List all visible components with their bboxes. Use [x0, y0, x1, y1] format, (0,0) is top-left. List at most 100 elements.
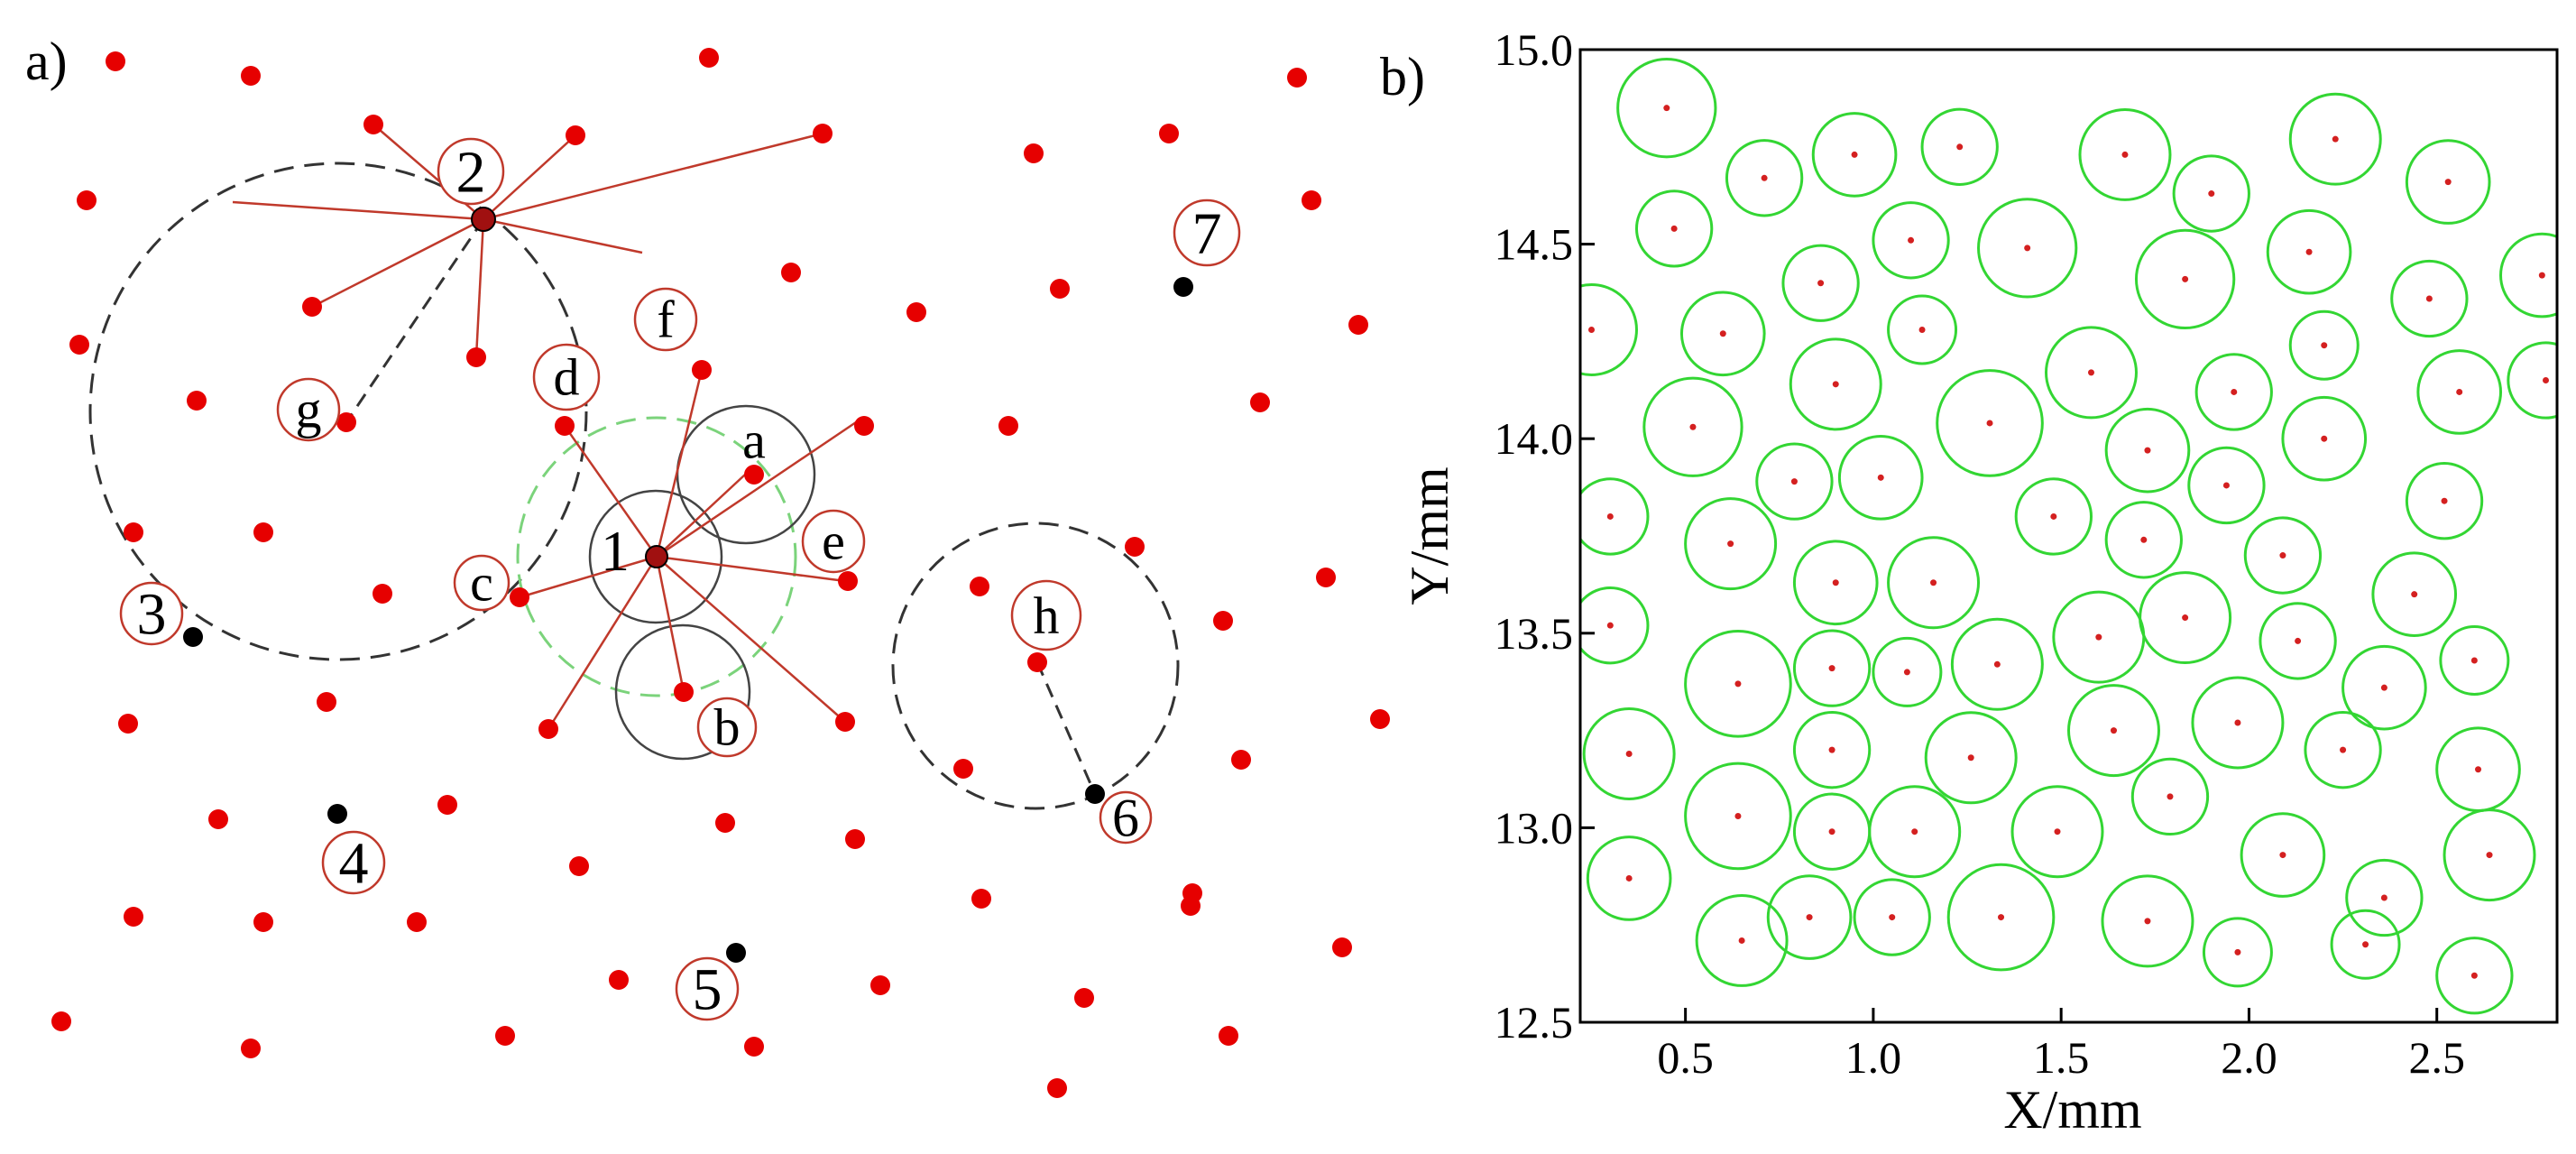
- particle-center: [2321, 435, 2328, 442]
- particle-circle: [1868, 785, 1962, 879]
- particle-circle: [1872, 636, 1943, 707]
- particle-center: [2050, 512, 2057, 520]
- particle-circle: [2014, 477, 2093, 556]
- particle-center: [1625, 750, 1633, 757]
- particle-center: [2332, 135, 2339, 143]
- particle-circle: [2345, 858, 2424, 937]
- void-points-group: [183, 277, 1193, 963]
- particle-circle: [2304, 711, 2382, 789]
- particle-dot: [124, 907, 143, 927]
- particle-center: [1967, 754, 1974, 762]
- particle-dot: [854, 416, 874, 436]
- particle-center: [2425, 295, 2433, 302]
- particle-circle: [1634, 189, 1714, 268]
- particle-dot: [1213, 611, 1233, 631]
- particle-center: [1828, 665, 1835, 672]
- particle-center: [2486, 852, 2493, 859]
- link-2: [474, 218, 485, 358]
- particle-center: [1738, 937, 1745, 944]
- particle-dot: [692, 360, 712, 380]
- particle-dot: [1125, 537, 1145, 557]
- y-axis-title: Y/mm: [1400, 466, 1459, 605]
- particle-circle: [2172, 154, 2250, 233]
- particle-circle: [1695, 893, 1789, 987]
- particle-circle: [2194, 353, 2273, 431]
- particle-center: [1832, 381, 1839, 388]
- point-label-e: e: [822, 512, 845, 571]
- particle-center: [1930, 579, 1937, 586]
- label-ring-2: [437, 137, 505, 206]
- particle-dot: [569, 856, 589, 876]
- particle-circle: [1684, 762, 1792, 871]
- link-1: [547, 556, 658, 730]
- particle-circle: [1725, 139, 1804, 217]
- particle-center: [2475, 766, 2482, 773]
- particle-circle: [2240, 812, 2326, 898]
- particle-center: [1670, 225, 1678, 232]
- particle-circle: [1766, 874, 1853, 960]
- particle-dot: [495, 1026, 515, 1046]
- particle-center: [1734, 812, 1742, 819]
- point-label-2: 2: [456, 139, 486, 205]
- link-2: [483, 132, 823, 221]
- particle-center: [1790, 478, 1798, 485]
- particle-center: [1828, 746, 1835, 753]
- particle-dot: [336, 412, 356, 432]
- particle-circle: [2499, 232, 2557, 319]
- panel-a-tag: a): [25, 32, 68, 91]
- particle-dot: [813, 124, 833, 143]
- plot-area: [1580, 58, 2557, 1015]
- particle-dot: [253, 522, 273, 542]
- particle-circle: [1684, 630, 1792, 738]
- particle-dot: [835, 712, 855, 732]
- point-label-1: 1: [601, 519, 630, 583]
- link-1: [519, 555, 658, 599]
- particle-dot: [1219, 1026, 1238, 1046]
- particle-dot: [674, 682, 694, 702]
- particle-center: [1587, 326, 1595, 333]
- particle-dot: [744, 1037, 764, 1057]
- particle-circle: [1580, 477, 1650, 556]
- particle-circle: [2288, 92, 2382, 186]
- point-label-6: 6: [1112, 788, 1139, 847]
- particle-circle: [2281, 395, 2368, 482]
- particle-circle: [1977, 198, 2078, 299]
- y-tick-label: 14.0: [1495, 413, 1574, 464]
- particle-circle: [1642, 376, 1743, 477]
- particle-circle: [1789, 337, 1882, 431]
- particle-center: [2144, 447, 2151, 454]
- label-ring-d: [532, 343, 601, 411]
- particle-dot: [118, 714, 138, 734]
- particle-circle: [1924, 711, 2018, 805]
- particle-center: [2234, 948, 2241, 956]
- particle-circle: [2390, 259, 2469, 338]
- x-tick-label: 0.5: [1657, 1032, 1714, 1083]
- particle-center: [2279, 852, 2286, 859]
- particle-center: [2095, 633, 2102, 641]
- particle-center: [2024, 245, 2031, 252]
- particle-dot: [510, 587, 529, 607]
- particle-circle: [2443, 808, 2536, 902]
- panel-b-tag: b): [1380, 47, 1425, 106]
- particle-circle: [2139, 571, 2232, 665]
- particle-center: [1734, 680, 1742, 688]
- point-label-c: c: [470, 554, 493, 613]
- particle-dot: [437, 795, 457, 815]
- particle-dot: [1287, 68, 1307, 88]
- void-point: [1173, 277, 1193, 297]
- particle-dot: [1024, 143, 1044, 163]
- particle-dot: [51, 1011, 71, 1031]
- label-ring-4: [321, 830, 386, 895]
- particle-circle: [2259, 602, 2337, 680]
- particle-center: [1606, 512, 1614, 520]
- particle-center: [2110, 727, 2117, 734]
- particle-circle: [1679, 291, 1766, 377]
- particle-center: [2444, 179, 2452, 186]
- particle-dot: [998, 416, 1018, 436]
- particle-dot: [870, 975, 890, 995]
- particle-dot: [1047, 1078, 1067, 1098]
- link-1: [656, 556, 846, 723]
- link-2: [311, 217, 484, 309]
- x-tick-label: 1.5: [2033, 1032, 2090, 1083]
